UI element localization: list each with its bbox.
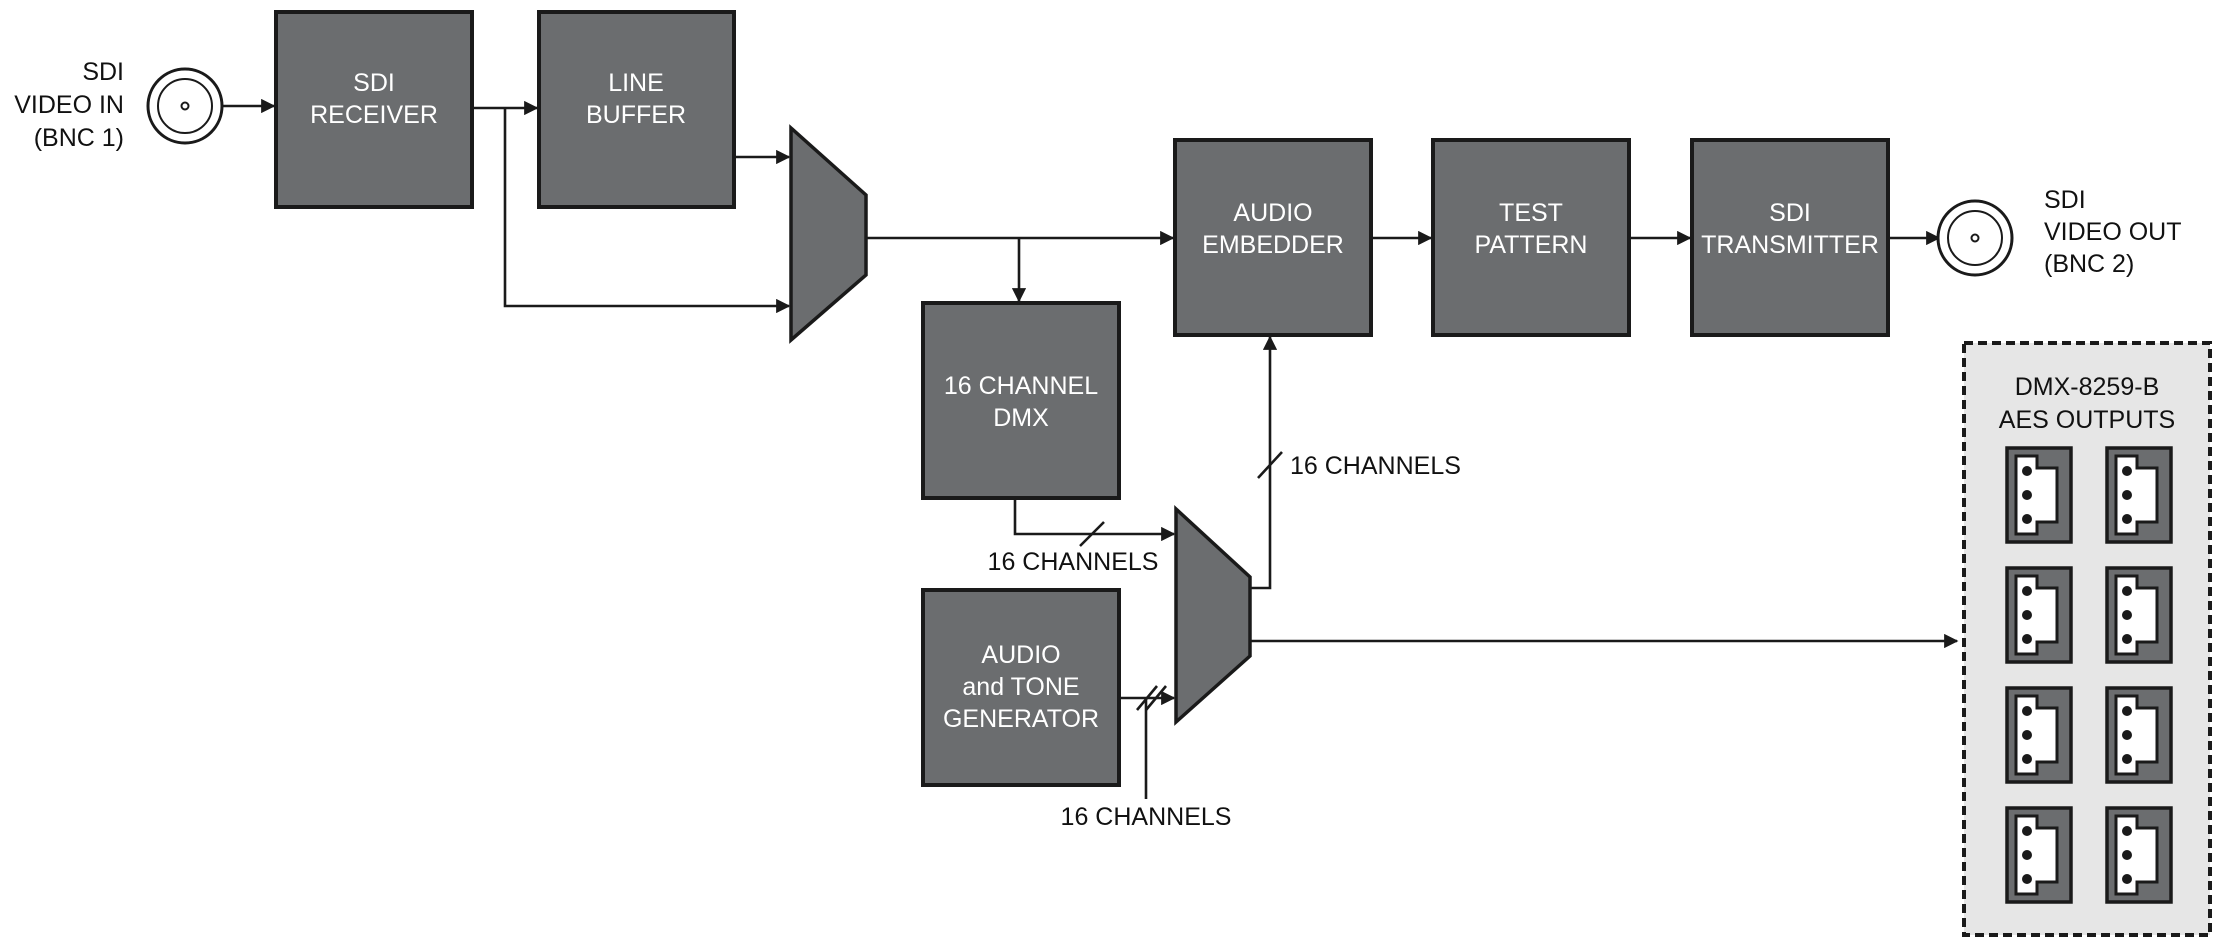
- aes-output-connector-icon: [2105, 686, 2173, 784]
- bnc-2-connector-icon: [1936, 199, 2014, 277]
- aes-output-connector-icon: [2105, 446, 2173, 544]
- line-buffer-block: LINE BUFFER: [537, 10, 736, 209]
- bnc-1-connector-icon: [146, 67, 224, 145]
- bus-slash-dmx: [1079, 521, 1105, 547]
- test-pattern-label-2: PATTERN: [1475, 231, 1588, 259]
- audio-gen-label-1: AUDIO: [981, 641, 1060, 669]
- aes-output-connector-icon: [2105, 806, 2173, 904]
- sdi-receiver-label-1: SDI: [353, 69, 395, 97]
- input-label-line-1: SDI: [82, 58, 124, 86]
- sdi-transmitter-label-2: TRANSMITTER: [1701, 231, 1879, 259]
- dmx-label-2: DMX: [993, 404, 1049, 432]
- sdi-video-in-label: SDI VIDEO IN (BNC 1): [14, 58, 124, 152]
- aes-output-connector-icon: [2005, 686, 2073, 784]
- output-label-line-3: (BNC 2): [2044, 250, 2134, 278]
- audio-embedder-label-1: AUDIO: [1233, 199, 1312, 227]
- aes-output-connector-icon: [2105, 566, 2173, 664]
- audio-embedder-label-2: EMBEDDER: [1202, 231, 1344, 259]
- sdi-video-out-label: SDI VIDEO OUT (BNC 2): [2044, 186, 2182, 278]
- wire-receiver-to-mux: [503, 108, 791, 314]
- sdi-transmitter-block: SDI TRANSMITTER: [1690, 138, 1890, 337]
- aes-panel-title-1: DMX-8259-B: [2015, 373, 2160, 401]
- line-buffer-label-1: LINE: [608, 69, 664, 97]
- bus-label-gen: 16 CHANNELS: [1061, 803, 1232, 831]
- audio-gen-label-2: and TONE: [962, 673, 1079, 701]
- aes-panel-title-2: AES OUTPUTS: [1999, 406, 2175, 434]
- video-mux: [789, 124, 868, 344]
- aes-output-connector-icon: [2005, 566, 2073, 664]
- audio-gen-label-3: GENERATOR: [943, 705, 1099, 733]
- audio-tone-generator-block: AUDIO and TONE GENERATOR: [921, 588, 1121, 787]
- audio-embedder-block: AUDIO EMBEDDER: [1173, 138, 1373, 337]
- audio-mux: [1174, 505, 1252, 726]
- input-label-line-3: (BNC 1): [34, 124, 124, 152]
- line-buffer-label-2: BUFFER: [586, 101, 686, 129]
- input-label-line-2: VIDEO IN: [14, 91, 124, 119]
- aes-output-connector-icon: [2005, 446, 2073, 544]
- wire-audio-mux-to-embedder: [1250, 335, 1278, 590]
- dmx-label-1: 16 CHANNEL: [944, 372, 1098, 400]
- sdi-receiver-block: SDI RECEIVER: [274, 10, 474, 209]
- test-pattern-block: TEST PATTERN: [1431, 138, 1631, 337]
- aes-output-connector-icon: [2005, 806, 2073, 904]
- bus-slash-embedder: [1257, 451, 1283, 479]
- bus-label-embedder: 16 CHANNELS: [1290, 452, 1461, 480]
- bus-slash-gen-2: [1145, 685, 1167, 711]
- dmx-16-channel-block: 16 CHANNEL DMX: [921, 301, 1121, 500]
- aes-connector-grid: [2005, 446, 2173, 904]
- wire-dmx-to-audio-mux: [1013, 498, 1176, 542]
- sdi-receiver-label-2: RECEIVER: [310, 101, 438, 129]
- output-label-line-1: SDI: [2044, 186, 2086, 214]
- sdi-transmitter-label-1: SDI: [1769, 199, 1811, 227]
- bus-label-dmx: 16 CHANNELS: [988, 548, 1159, 576]
- output-label-line-2: VIDEO OUT: [2044, 218, 2182, 246]
- aes-outputs-panel: DMX-8259-B AES OUTPUTS: [1962, 341, 2212, 937]
- test-pattern-label-1: TEST: [1499, 199, 1563, 227]
